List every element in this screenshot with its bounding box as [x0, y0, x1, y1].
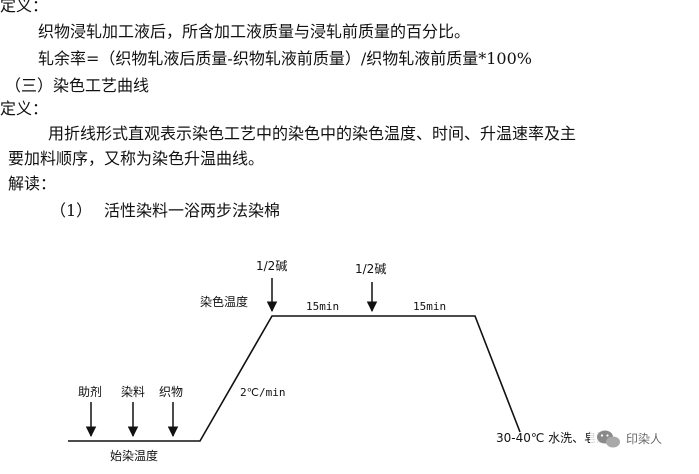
auxiliary-label: 助剂	[78, 384, 102, 399]
dye-label: 染料	[121, 384, 145, 399]
definition-1-body: 织物浸轧加工液后，所含加工液质量与浸轧前质量的百分比。	[38, 22, 471, 41]
item-1-number: （1）	[50, 201, 93, 220]
definition-1-label: 定义：	[0, 0, 49, 15]
definition-2-body-line-1: 用折线形式直观表示染色工艺中的染色中的染色温度、时间、升温速率及主	[48, 124, 577, 143]
heating-rate-label: 2℃/min	[240, 386, 285, 399]
definition-2-body-line-2: 要加料顺序，又称为染色升温曲线。	[8, 149, 265, 168]
watermark: 印染人	[590, 426, 699, 450]
half-alkali-label-2: 1/2碱	[355, 262, 386, 276]
item-1-text: 活性染料一浴两步法染棉	[104, 201, 281, 220]
half-alkali-label-1: 1/2碱	[256, 259, 287, 273]
wash-label: 30-40℃ 水洗、皂洗	[496, 431, 608, 445]
temperature-curve	[68, 315, 521, 442]
explanation-label: 解读：	[8, 174, 57, 193]
hold-time-label-2: 15min	[413, 300, 446, 313]
fabric-label: 织物	[159, 385, 183, 399]
section-title: （三）染色工艺曲线	[5, 76, 150, 95]
hold-time-label-1: 15min	[306, 300, 339, 313]
wechat-icon	[597, 430, 620, 448]
watermark-text: 印染人	[626, 431, 662, 446]
definition-2-label: 定义：	[0, 99, 49, 118]
start-temperature-label: 始染温度	[110, 448, 158, 463]
pickup-formula: 轧余率=（织物轧液后质量-织物轧液前质量）/织物轧液前质量*100%	[38, 49, 532, 68]
dye-temperature-label: 染色温度	[200, 294, 248, 309]
